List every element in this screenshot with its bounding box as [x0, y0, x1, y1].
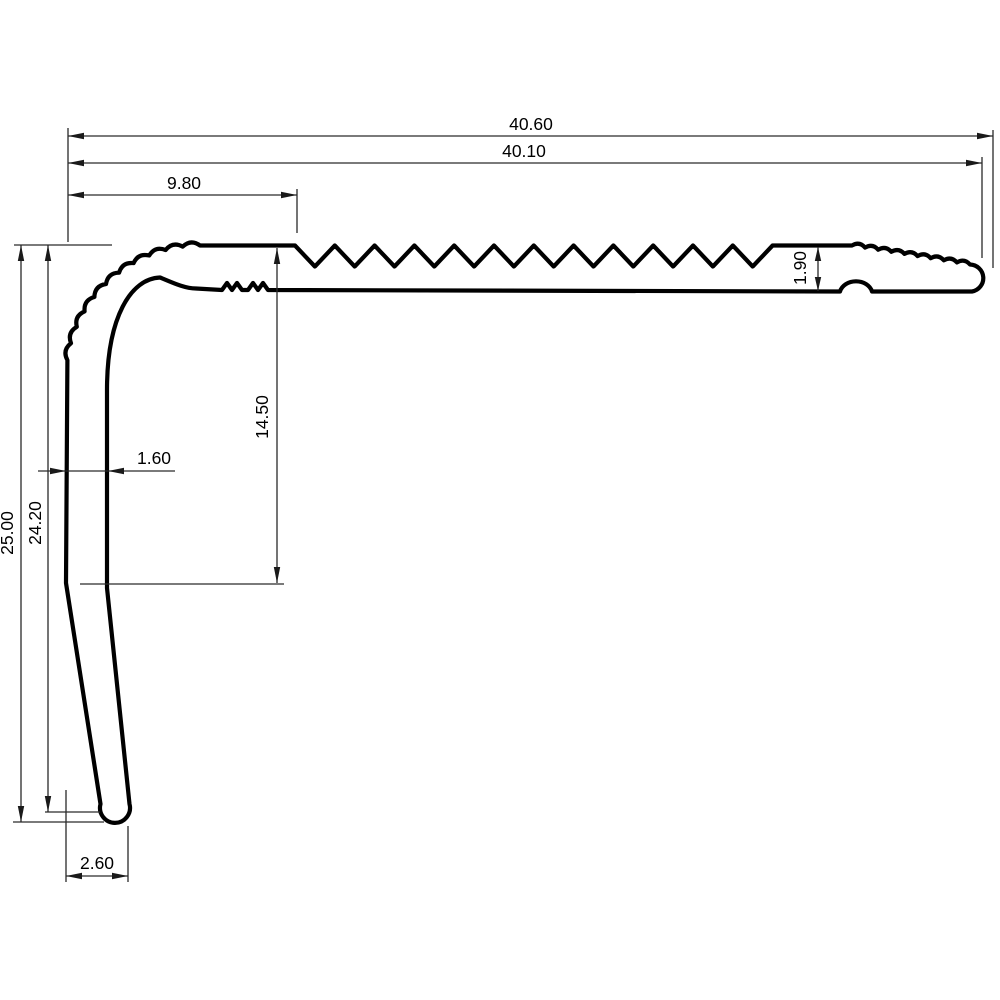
arrow-right-icon — [281, 191, 297, 199]
arrow-up-icon — [44, 245, 52, 261]
arrow-up-icon — [273, 248, 281, 264]
dim-label-tread-thickness: 1.90 — [790, 251, 810, 285]
extension-lines — [13, 128, 994, 882]
dim-label-overall-width: 40.60 — [509, 114, 553, 134]
arrow-down-icon — [273, 567, 281, 583]
arrow-left-icon — [108, 467, 124, 475]
arrow-right-icon — [966, 159, 982, 167]
dim-inner-height: 24.20 — [25, 245, 52, 812]
dim-label-leg-span: 2.60 — [80, 853, 114, 873]
arrow-left-icon — [68, 191, 84, 199]
profile-outline — [63, 240, 986, 825]
dim-label-tread-drop: 14.50 — [252, 395, 272, 439]
arrow-left-icon — [66, 872, 82, 880]
dim-label-inner-width: 40.10 — [502, 141, 546, 161]
dim-label-nose-flat: 9.80 — [167, 173, 201, 193]
arrow-up-icon — [814, 247, 822, 261]
dim-label-wall-thickness: 1.60 — [137, 448, 171, 468]
arrow-left-icon — [68, 159, 84, 167]
arrow-right-icon — [112, 872, 128, 880]
arrow-right-icon — [50, 467, 66, 475]
dim-nose-flat: 9.80 — [68, 173, 297, 199]
arrow-left-icon — [68, 132, 84, 140]
arrow-up-icon — [17, 245, 25, 261]
arrow-down-icon — [814, 277, 822, 291]
dim-tread-thickness: 1.90 — [790, 247, 822, 291]
dim-label-overall-height: 25.00 — [0, 511, 17, 555]
dim-leg-span: 2.60 — [66, 853, 128, 880]
arrow-right-icon — [977, 132, 993, 140]
arrow-down-icon — [17, 806, 25, 822]
dim-tread-drop: 14.50 — [252, 248, 281, 583]
dim-wall-thickness: 1.60 — [38, 448, 175, 475]
dim-overall-height: 25.00 — [0, 245, 25, 822]
dim-label-inner-height: 24.20 — [25, 501, 45, 545]
dim-inner-width: 40.10 — [68, 141, 982, 167]
dim-overall-width: 40.60 — [68, 114, 993, 140]
arrow-down-icon — [44, 796, 52, 812]
